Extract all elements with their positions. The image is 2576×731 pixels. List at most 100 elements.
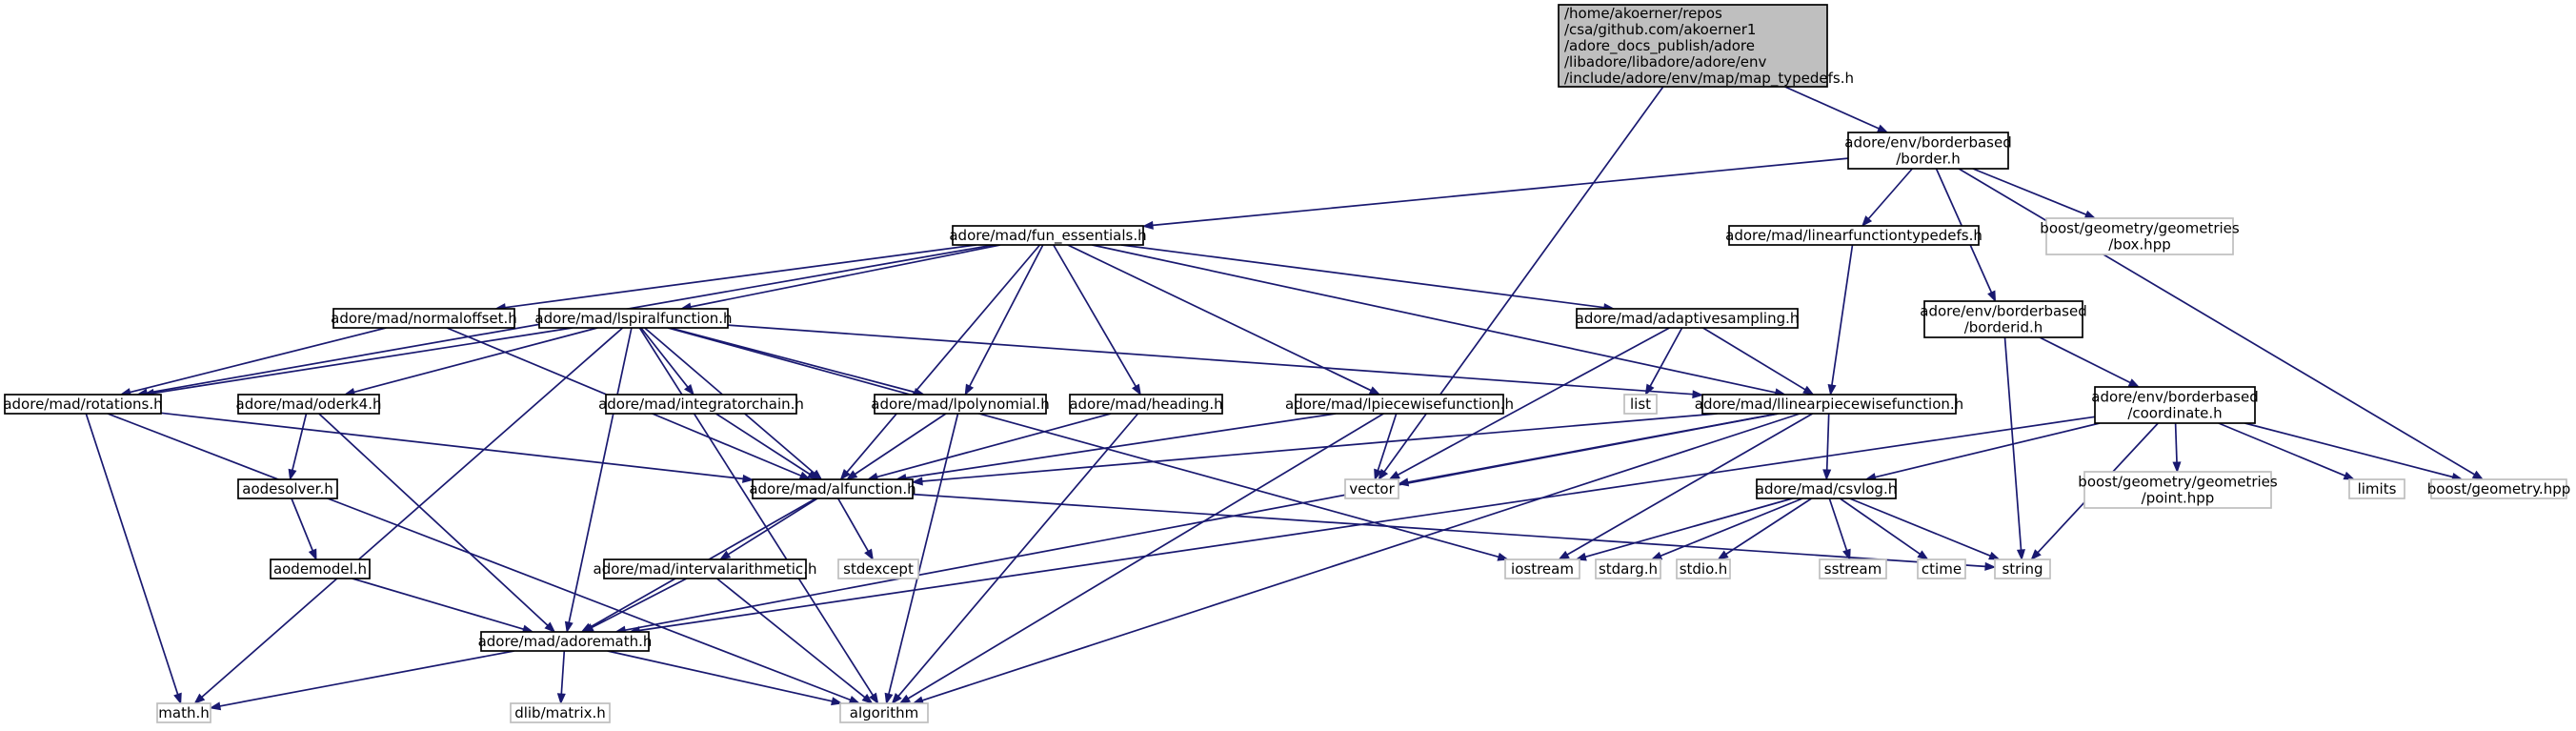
node-alfunction[interactable]: adore/mad/alfunction.h <box>749 478 916 499</box>
edge-arrowhead <box>1917 550 1929 560</box>
node-csvlog[interactable]: adore/mad/csvlog.h <box>1756 478 1897 499</box>
node-box <box>1923 300 2083 338</box>
node-label-line: /adore_docs_publish/adore <box>1564 37 1755 55</box>
node-stdexcept: stdexcept <box>837 558 919 579</box>
node-label-line: adore/mad/normaloffset.h <box>331 310 517 327</box>
node-borderid[interactable]: adore/env/borderbased/borderid.h <box>1920 300 2087 338</box>
edge-llinearpiecewisefunction-to-alfunction <box>911 413 1718 486</box>
node-adaptivesampling[interactable]: adore/mad/adaptivesampling.h <box>1576 308 1800 329</box>
node-label-line: adore/env/borderbased <box>1920 303 2086 320</box>
edge-line <box>1825 413 1830 471</box>
node-label-line: /coordinate.h <box>2127 405 2222 422</box>
edge-llinearpiecewisefunction-to-iostream <box>1558 413 1814 560</box>
edge-line <box>876 413 1112 478</box>
node-lpiecewisefunction[interactable]: adore/mad/lpiecewisefunction.h <box>1285 394 1514 415</box>
node-label-line: aodemodel.h <box>273 560 367 578</box>
edge-lspiralfunction-to-rotations <box>142 327 573 397</box>
node-label-line: /include/adore/env/map/map_typedefs.h <box>1564 70 1854 88</box>
node-label-line: iostream <box>1511 560 1574 578</box>
edge-csvlog-to-iostream <box>1575 497 1793 561</box>
edge-line <box>130 327 387 394</box>
edge-line <box>1092 244 1777 394</box>
node-label-line: adore/mad/lspiralfunction.h <box>534 310 732 327</box>
edge-line <box>1660 497 1803 558</box>
node-root[interactable]: /home/akoerner/repos/csa/github.com/akoe… <box>1558 4 1854 88</box>
node-label-line: dlib/matrix.h <box>514 704 606 721</box>
edge-heading-to-algorithm <box>891 413 1139 705</box>
node-aodemodel[interactable]: aodemodel.h <box>270 558 371 579</box>
node-box <box>1728 225 1980 246</box>
edge-line <box>921 413 1801 701</box>
node-box <box>2045 217 2234 255</box>
node-label-line: /home/akoerner/repos <box>1564 5 1722 22</box>
edge-line <box>727 324 1694 396</box>
edge-arrowhead <box>891 693 902 705</box>
edge-lspiralfunction-to-math <box>193 327 624 704</box>
node-oderk4[interactable]: adore/mad/oderk4.h <box>236 394 382 415</box>
node-box <box>1756 478 1897 499</box>
edge-rotations-to-alfunction <box>160 412 755 483</box>
edge-line <box>669 327 916 394</box>
edge-line <box>1958 168 2475 476</box>
edge-line <box>624 413 1779 632</box>
node-coordinate[interactable]: adore/env/borderbased/coordinate.h <box>2091 386 2259 424</box>
edge-borderid-to-coordinate <box>2039 336 2141 388</box>
node-box <box>480 631 650 652</box>
node-border[interactable]: adore/env/borderbased/border.h <box>1844 132 2012 170</box>
edge-line <box>560 650 566 695</box>
node-label-line: /csa/github.com/akoerner1 <box>1564 21 1756 38</box>
edge-llinearpiecewisefunction-to-csvlog <box>1822 413 1832 481</box>
edge-line <box>160 412 744 480</box>
node-label-line: boost/geometry.hpp <box>2427 480 2571 497</box>
edge-oderk4-to-aodesolver <box>288 413 308 481</box>
edge-arrowhead <box>1842 548 1851 561</box>
edge-line <box>2039 336 2131 384</box>
node-lspiralfunction[interactable]: adore/mad/lspiralfunction.h <box>534 308 733 329</box>
node-integratorchain[interactable]: adore/mad/integratorchain.h <box>598 394 804 415</box>
edge-line <box>353 327 598 394</box>
edge-lpolynomial-to-alfunction <box>845 413 947 480</box>
edge-lspiralfunction-to-integratorchain <box>640 327 694 396</box>
edge-fun_essentials-to-alfunction <box>839 244 1041 481</box>
edge-arrowhead <box>556 693 566 705</box>
node-fun_essentials[interactable]: adore/mad/fun_essentials.h <box>949 225 1147 246</box>
edge-arrowhead <box>861 693 874 704</box>
edge-border-to-fun_essentials <box>1141 157 1849 230</box>
edge-arrowhead <box>742 474 755 483</box>
node-box <box>1701 394 1957 415</box>
edge-arrowhead <box>1984 561 1997 571</box>
node-box <box>752 478 914 499</box>
edges-layer <box>85 86 2485 711</box>
node-aodesolver[interactable]: aodesolver.h <box>237 478 338 499</box>
node-llinearpiecewisefunction[interactable]: adore/mad/llinearpiecewisefunction.h <box>1695 394 1963 415</box>
node-box <box>2083 471 2272 509</box>
edge-arrowhead <box>831 697 843 706</box>
node-box <box>2348 478 2405 499</box>
node-label-line: adore/mad/intervalarithmetic.h <box>594 560 817 578</box>
edge-csvlog-to-string <box>1849 497 2001 560</box>
node-label-line: /libadore/libadore/adore/env <box>1564 53 1767 71</box>
edge-line <box>668 327 1499 558</box>
edge-line <box>846 244 1041 473</box>
node-label-line: adore/mad/oderk4.h <box>236 396 382 413</box>
node-list: list <box>1623 394 1658 415</box>
node-normaloffset[interactable]: adore/mad/normaloffset.h <box>331 308 517 329</box>
edge-line <box>640 327 689 388</box>
node-adoremath[interactable]: adore/mad/adoremath.h <box>478 631 653 652</box>
node-label-line: adore/mad/linearfunctiontypedefs.h <box>1725 227 1982 244</box>
edge-arrowhead <box>718 550 732 560</box>
node-heading[interactable]: adore/mad/heading.h <box>1069 394 1223 415</box>
edge-line <box>85 413 179 695</box>
node-linearfunctiontypedefs[interactable]: adore/mad/linearfunctiontypedefs.h <box>1725 225 1982 246</box>
edge-arrowhead <box>848 696 861 704</box>
node-rotations[interactable]: adore/mad/rotations.h <box>3 394 163 415</box>
node-intervalarithmetic[interactable]: adore/mad/intervalarithmetic.h <box>594 558 817 579</box>
node-label-line: adore/mad/lpolynomial.h <box>871 396 1049 413</box>
edge-arrowhead <box>2343 471 2356 480</box>
node-label-line: adore/mad/alfunction.h <box>749 480 916 497</box>
edge-arrowhead <box>1692 390 1704 399</box>
edge-border-to-linearfunctiontypedefs <box>1861 168 1913 228</box>
edge-arrowhead <box>1802 385 1815 396</box>
node-lpolynomial[interactable]: adore/mad/lpolynomial.h <box>871 394 1050 415</box>
edge-line <box>1397 327 1670 476</box>
